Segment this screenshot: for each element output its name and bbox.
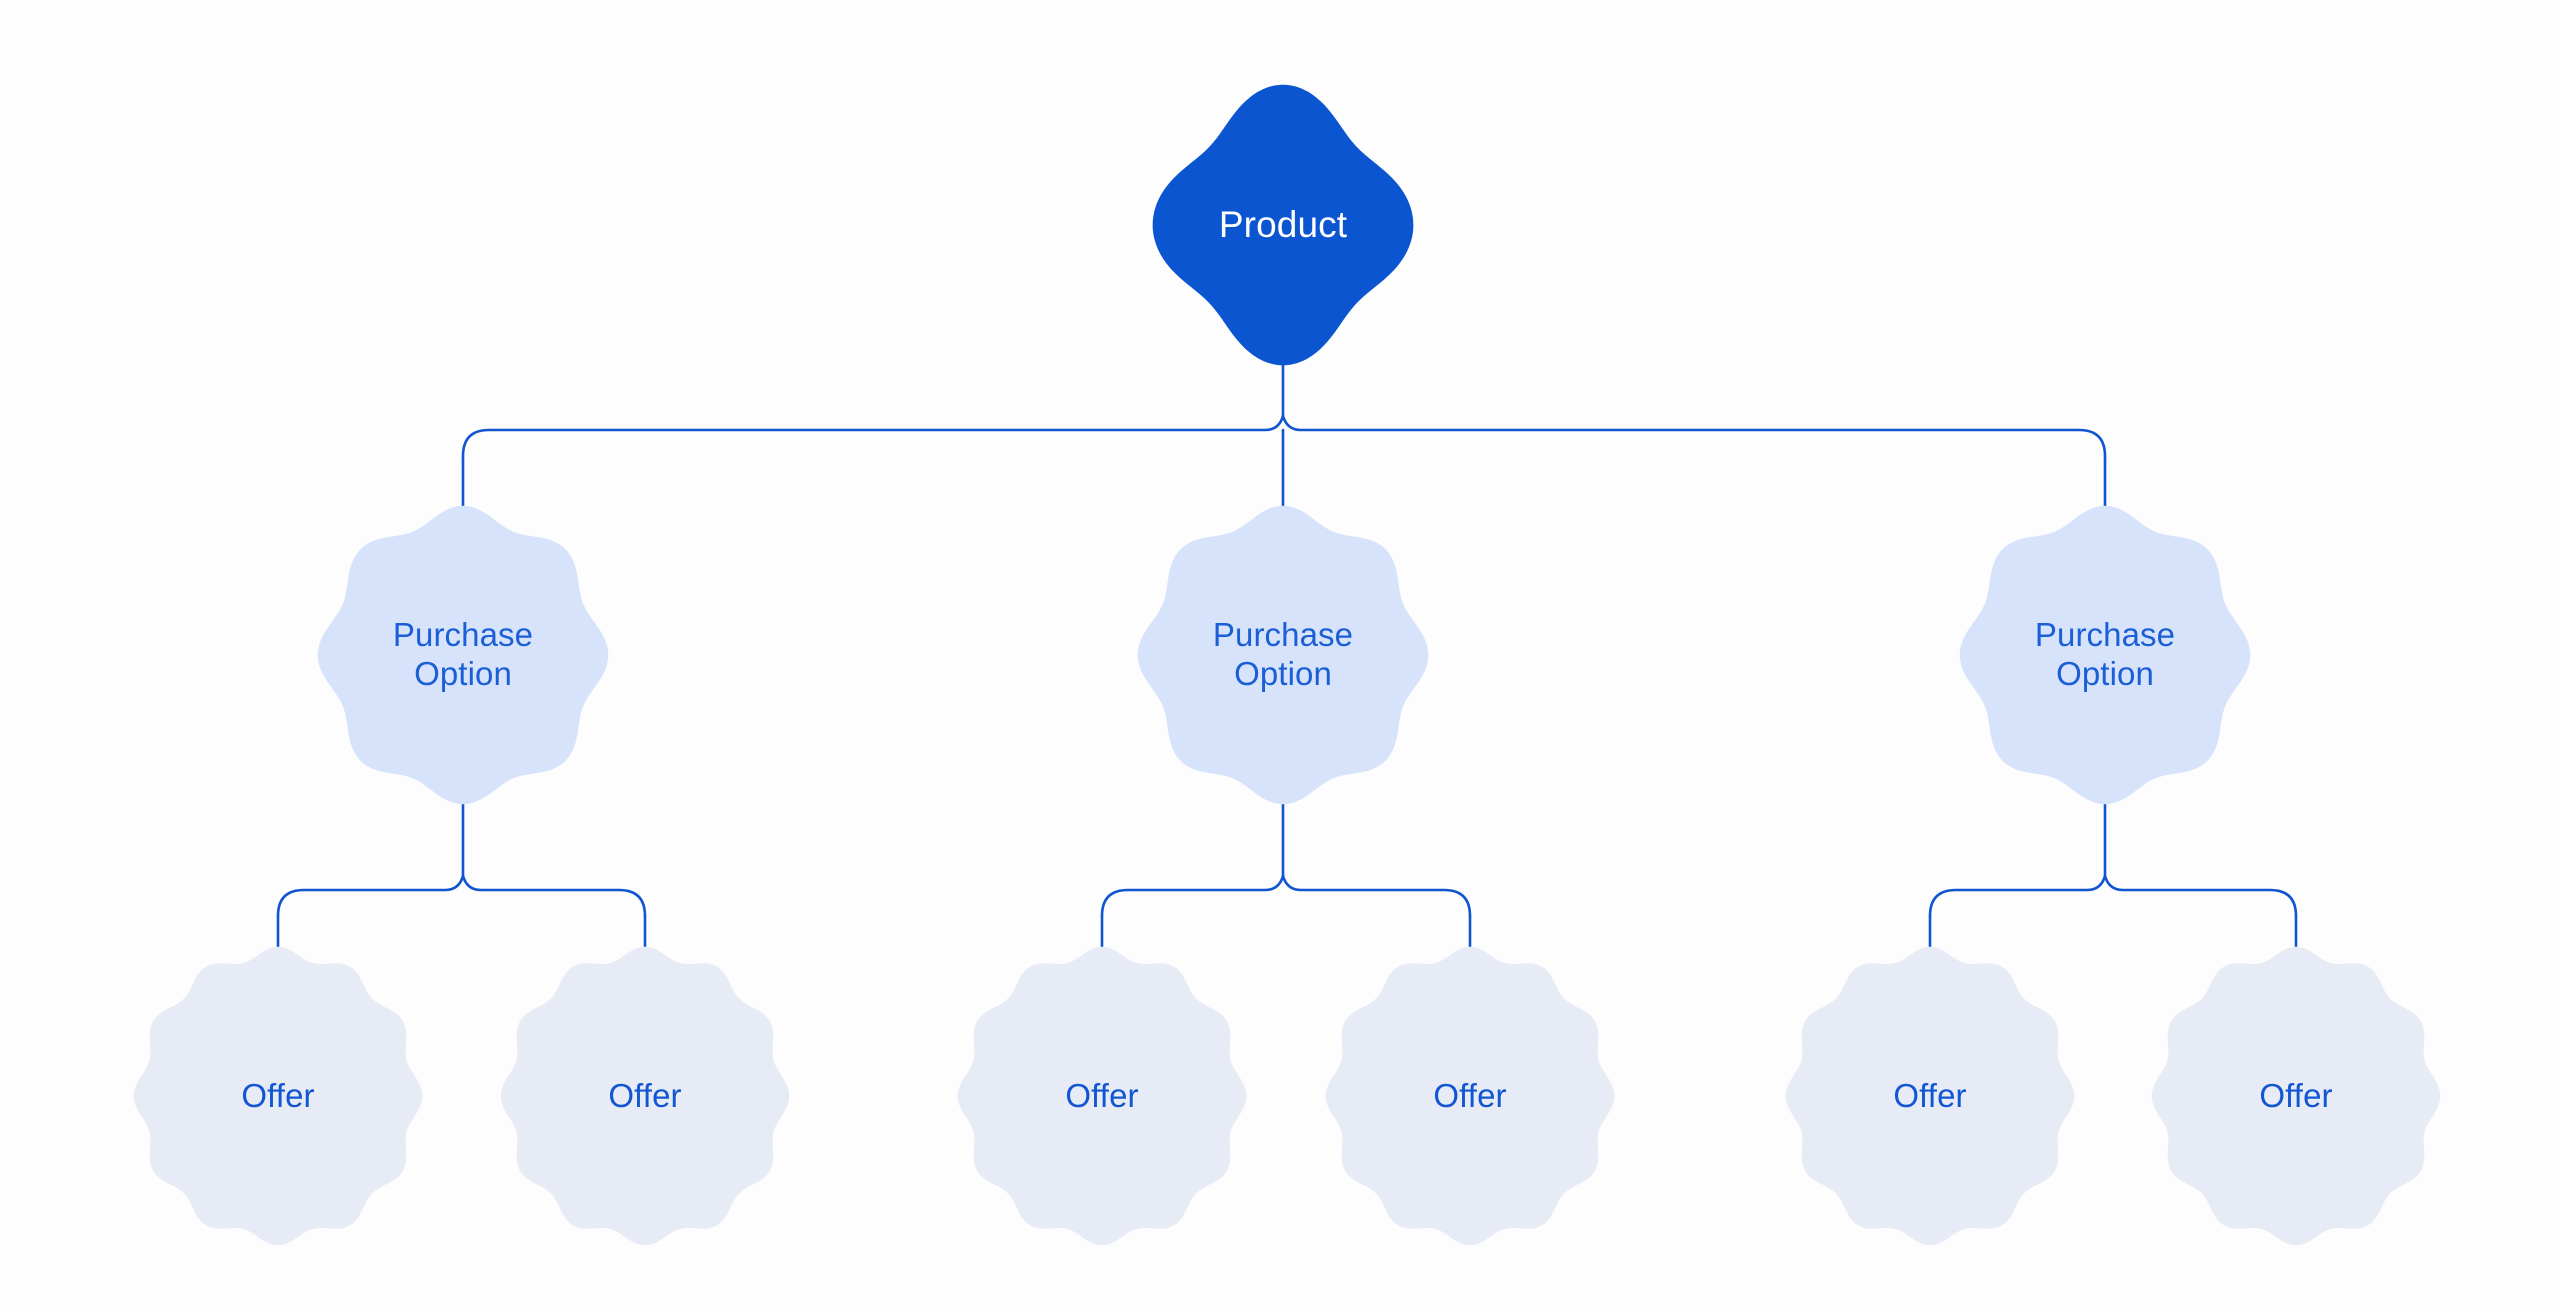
- node-purchase-option-3[interactable]: Purchase Option: [1959, 505, 2251, 805]
- node-label: Purchase Option: [392, 616, 534, 692]
- node-offer-5[interactable]: Offer: [1785, 946, 2075, 1246]
- node-offer-4[interactable]: Offer: [1325, 946, 1615, 1246]
- edge-option-2-to-offers-bus-left: [1100, 874, 1285, 918]
- node-label: Offer: [608, 1076, 682, 1114]
- node-shape: [133, 946, 423, 1246]
- edge-product-to-options-bus-left: [461, 414, 1285, 458]
- node-label: Offer: [1065, 1076, 1139, 1114]
- node-shape: [1959, 505, 2251, 805]
- node-label: Offer: [241, 1076, 315, 1114]
- blob-12-lobe-icon: [1785, 946, 2075, 1246]
- blob-8-lobe-icon: [317, 505, 609, 805]
- blob-12-lobe-icon: [1325, 946, 1615, 1246]
- node-shape: [317, 505, 609, 805]
- blob-8-lobe-icon: [1137, 505, 1429, 805]
- node-offer-1[interactable]: Offer: [133, 946, 423, 1246]
- blob-12-lobe-icon: [133, 946, 423, 1246]
- blob-4-lobe-icon: [1152, 84, 1414, 366]
- edge-option-2-to-offers-bus-right: [1281, 874, 1472, 918]
- node-shape: [2151, 946, 2441, 1246]
- node-label: Product: [1218, 204, 1348, 246]
- node-offer-6[interactable]: Offer: [2151, 946, 2441, 1246]
- node-shape: [1137, 505, 1429, 805]
- blob-12-lobe-icon: [2151, 946, 2441, 1246]
- blob-12-lobe-icon: [957, 946, 1247, 1246]
- node-label: Offer: [1893, 1076, 1967, 1114]
- edge-product-to-options-bus-right: [1281, 414, 2107, 458]
- node-shape: [1152, 84, 1414, 366]
- node-label: Offer: [2259, 1076, 2333, 1114]
- edge-option-1-to-offers-bus-left: [276, 874, 465, 918]
- node-label: Purchase Option: [1212, 616, 1354, 692]
- node-label: Offer: [1433, 1076, 1507, 1114]
- node-purchase-option-2[interactable]: Purchase Option: [1137, 505, 1429, 805]
- edge-option-1-to-offers-bus-right: [461, 874, 647, 918]
- node-offer-3[interactable]: Offer: [957, 946, 1247, 1246]
- node-shape: [500, 946, 790, 1246]
- node-shape: [957, 946, 1247, 1246]
- blob-8-lobe-icon: [1959, 505, 2251, 805]
- node-purchase-option-1[interactable]: Purchase Option: [317, 505, 609, 805]
- node-label: Purchase Option: [2034, 616, 2176, 692]
- node-shape: [1325, 946, 1615, 1246]
- node-shape: [1785, 946, 2075, 1246]
- node-product[interactable]: Product: [1152, 84, 1414, 366]
- edge-option-3-to-offers-bus-right: [2103, 874, 2298, 918]
- edge-option-3-to-offers-bus-left: [1928, 874, 2107, 918]
- blob-12-lobe-icon: [500, 946, 790, 1246]
- node-offer-2[interactable]: Offer: [500, 946, 790, 1246]
